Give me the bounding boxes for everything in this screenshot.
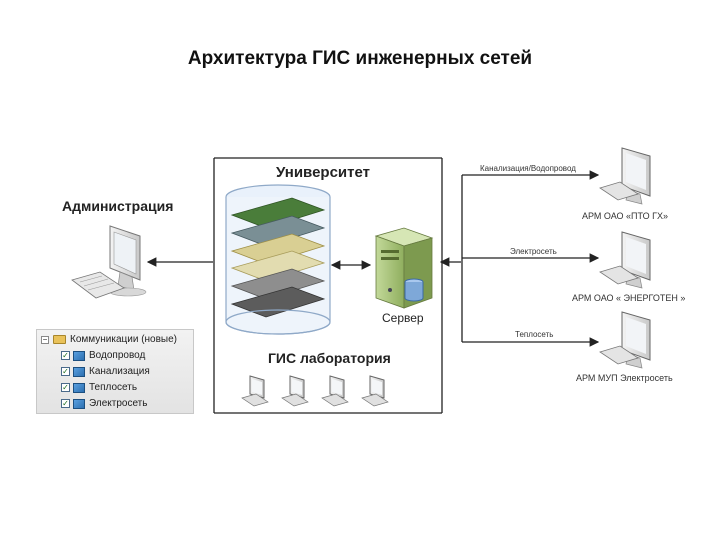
layer-tree-root[interactable]: − Коммуникации (новые) bbox=[41, 332, 177, 347]
collapse-icon[interactable]: − bbox=[41, 334, 49, 344]
folder-icon bbox=[53, 335, 66, 344]
workstation-label-1: АРМ ОАО «ПТО ГХ» bbox=[582, 211, 668, 221]
layer-item-label: Электросеть bbox=[89, 398, 148, 409]
layer-item-heat[interactable]: ✓ Теплосеть bbox=[61, 380, 137, 395]
layer-icon bbox=[73, 382, 85, 393]
client-bracket bbox=[461, 170, 600, 347]
layer-checkbox[interactable]: ✓ bbox=[61, 399, 70, 408]
layer-icon bbox=[73, 366, 85, 377]
layer-checkbox[interactable]: ✓ bbox=[61, 367, 70, 376]
layer-item-label: Теплосеть bbox=[89, 382, 138, 393]
client-link-label-3: Теплосеть bbox=[515, 330, 554, 339]
lab-workstations bbox=[241, 375, 389, 407]
layer-item-water[interactable]: ✓ Водопровод bbox=[61, 348, 145, 363]
admin-workstation-icon bbox=[71, 225, 147, 299]
university-frame bbox=[213, 157, 443, 414]
layer-icon bbox=[73, 350, 85, 361]
server-label: Сервер bbox=[382, 311, 424, 325]
layer-item-power[interactable]: ✓ Электросеть bbox=[61, 396, 147, 411]
layer-checkbox[interactable]: ✓ bbox=[61, 383, 70, 392]
administration-label: Администрация bbox=[62, 198, 174, 214]
layer-icon bbox=[73, 398, 85, 409]
client-link-label-1: Канализация/Водопровод bbox=[480, 164, 576, 173]
layer-item-sewer[interactable]: ✓ Канализация bbox=[61, 364, 150, 379]
client-link-label-2: Электросеть bbox=[510, 247, 557, 256]
workstation-label-3: АРМ МУП Электросеть bbox=[576, 373, 673, 383]
workstation-label-2: АРМ ОАО « ЭНЕРГОТЕН » bbox=[572, 293, 686, 303]
layer-tree-root-label: Коммуникации (новые) bbox=[70, 334, 177, 345]
layer-item-label: Водопровод bbox=[89, 350, 146, 361]
university-label: Университет bbox=[276, 164, 370, 181]
page-title: Архитектура ГИС инженерных сетей bbox=[187, 48, 533, 69]
layer-checkbox[interactable]: ✓ bbox=[61, 351, 70, 360]
map-layers-database bbox=[225, 184, 331, 335]
gis-lab-label: ГИС лаборатория bbox=[268, 350, 391, 366]
layer-item-label: Канализация bbox=[89, 366, 150, 377]
layer-tree-panel: − Коммуникации (новые) ✓ Водопровод ✓ Ка… bbox=[36, 329, 194, 414]
server-icon bbox=[374, 227, 434, 309]
client-workstations bbox=[599, 147, 651, 369]
